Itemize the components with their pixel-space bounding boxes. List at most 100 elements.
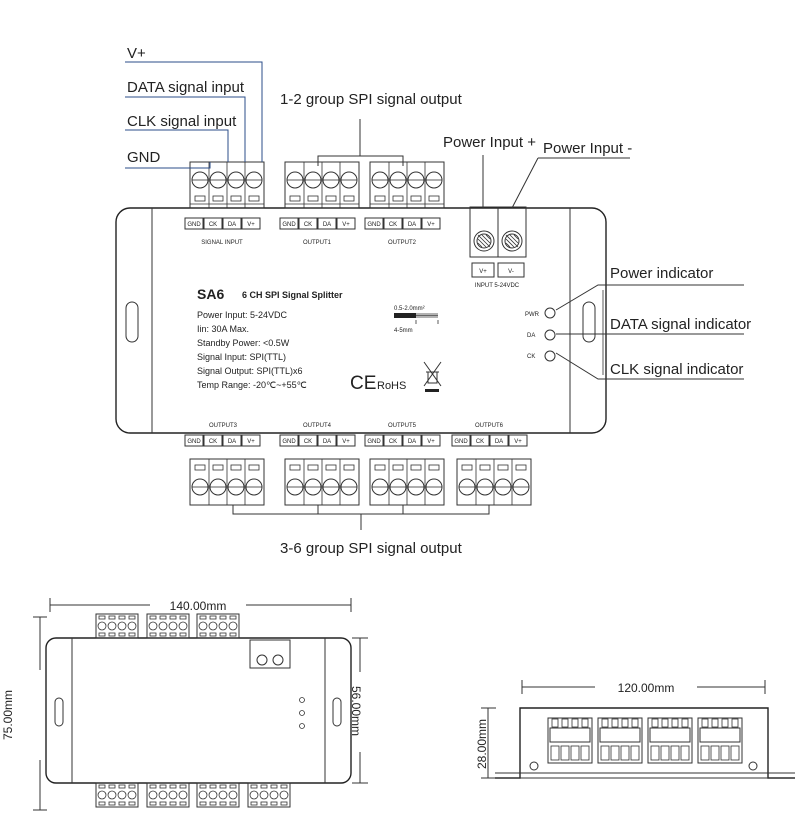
pin-label: V+ xyxy=(427,439,435,445)
mini-screw-icon xyxy=(208,790,218,800)
wire-strip-icon: 0.5-2.0mm² 4-5mm xyxy=(394,306,439,334)
callout-lines xyxy=(125,61,744,530)
mini-screw-icon xyxy=(168,790,178,800)
output1-label: OUTPUT1 xyxy=(303,240,332,246)
spec-line: Iin: 30A Max. xyxy=(197,324,249,334)
dim-top-width: 140.00mm xyxy=(170,599,227,613)
mini-screw-icon xyxy=(208,621,218,631)
mini-screw-icon xyxy=(158,790,168,800)
mini-screw-icon xyxy=(249,790,259,800)
pin-label: GND xyxy=(282,439,296,445)
ce-mark: CE xyxy=(350,373,376,394)
output5-terminal xyxy=(369,458,445,506)
side-terminal-1 xyxy=(547,717,593,764)
spec-line: Signal Output: SPI(TTL)x6 xyxy=(197,366,303,376)
signal-input-label: SIGNAL INPUT xyxy=(201,240,243,246)
clk-signal-indicator-callout: CLK signal indicator xyxy=(610,361,743,378)
mini-top-terminal-1 xyxy=(95,613,139,639)
mini-top-terminal-3 xyxy=(196,613,240,639)
pwr-led-icon xyxy=(544,307,556,319)
pin-label: GND xyxy=(187,222,201,228)
mini-bottom-terminal-4 xyxy=(247,782,291,808)
dim-side-height: 28.00mm xyxy=(475,719,489,769)
mini-bottom-terminal-1 xyxy=(95,782,139,808)
pin-label: DA xyxy=(323,439,331,445)
dim-top-height-inner: 56.00mm xyxy=(349,686,363,736)
signal-input-terminal xyxy=(189,161,265,209)
mini-bottom-terminal-2 xyxy=(146,782,190,808)
output5-label: OUTPUT5 xyxy=(388,423,417,429)
mini-screw-icon xyxy=(127,621,137,631)
power-input-terminal: V+ V- INPUT 5-24VDC xyxy=(469,206,527,289)
data-signal-indicator-callout: DATA signal indicator xyxy=(610,316,751,333)
v-plus-callout: V+ xyxy=(127,45,146,62)
pin-label: DA xyxy=(495,439,503,445)
mini-screw-icon xyxy=(269,790,279,800)
pwr-indicator-label: PWR xyxy=(525,312,540,318)
ck-indicator-label: CK xyxy=(527,354,535,360)
pin-label: CK xyxy=(304,222,312,228)
mini-screw-icon xyxy=(148,621,158,631)
rohs-mark: RoHS xyxy=(377,380,406,392)
pin-label: GND xyxy=(454,439,468,445)
pin-label: V+ xyxy=(342,439,350,445)
spec-line: Signal Input: SPI(TTL) xyxy=(197,352,286,362)
da-led-icon xyxy=(544,329,556,341)
pin-label: GND xyxy=(367,439,381,445)
mini-screw-icon xyxy=(117,621,127,631)
mini-screw-icon xyxy=(107,621,117,631)
pin-label: GND xyxy=(282,222,296,228)
mini-screw-icon xyxy=(228,621,238,631)
mini-screw-icon xyxy=(228,790,238,800)
dim-top-height-outer: 75.00mm xyxy=(1,690,15,740)
top-view-dimension-drawing: 140.00mm 75.00mm 56.00mm xyxy=(1,598,368,811)
output3-label: OUTPUT3 xyxy=(209,423,238,429)
output4-label: OUTPUT4 xyxy=(303,423,332,429)
mini-screw-icon xyxy=(198,790,208,800)
weee-bin-icon xyxy=(423,361,442,392)
pin-label: CK xyxy=(389,439,397,445)
mini-screw-icon xyxy=(168,621,178,631)
output4-terminal xyxy=(284,458,360,506)
product-name: 6 CH SPI Signal Splitter xyxy=(242,290,343,300)
pin-label: V+ xyxy=(342,222,350,228)
mini-screw-icon xyxy=(259,790,269,800)
spec-line: Temp Range: -20℃~+55℃ xyxy=(197,380,307,390)
side-terminal-2 xyxy=(597,717,643,764)
top-view-terminal-blocks xyxy=(95,613,291,808)
pin-label: V+ xyxy=(247,439,255,445)
mounting-slot-left xyxy=(125,301,139,343)
da-indicator-label: DA xyxy=(527,333,535,339)
mini-screw-icon xyxy=(148,790,158,800)
power-input-minus-callout: Power Input - xyxy=(543,140,632,157)
gnd-callout: GND xyxy=(127,149,161,166)
side-view-dimension-drawing: 120.00mm 28.00mm xyxy=(475,680,795,779)
indicator-leds: PWR DA CK xyxy=(525,307,556,362)
mini-top-terminal-2 xyxy=(146,613,190,639)
mounting-slot-right xyxy=(582,301,596,343)
spec-line: Standby Power: <0.5W xyxy=(197,338,290,348)
dim-side-width: 120.00mm xyxy=(618,681,675,695)
power-input-plus-callout: Power Input + xyxy=(443,134,536,151)
pin-label: CK xyxy=(209,222,217,228)
mini-screw-icon xyxy=(97,621,107,631)
mini-bottom-terminal-3 xyxy=(196,782,240,808)
pin-label: V+ xyxy=(514,439,522,445)
pin-label: DA xyxy=(228,439,236,445)
wire-gauge-text: 0.5-2.0mm² xyxy=(394,306,425,312)
ck-led-icon xyxy=(544,350,556,362)
mini-screw-icon xyxy=(158,621,168,631)
side-terminal-3 xyxy=(647,717,693,764)
model-name: SA6 xyxy=(197,286,224,302)
input-voltage-label: INPUT 5-24VDC xyxy=(475,283,520,289)
